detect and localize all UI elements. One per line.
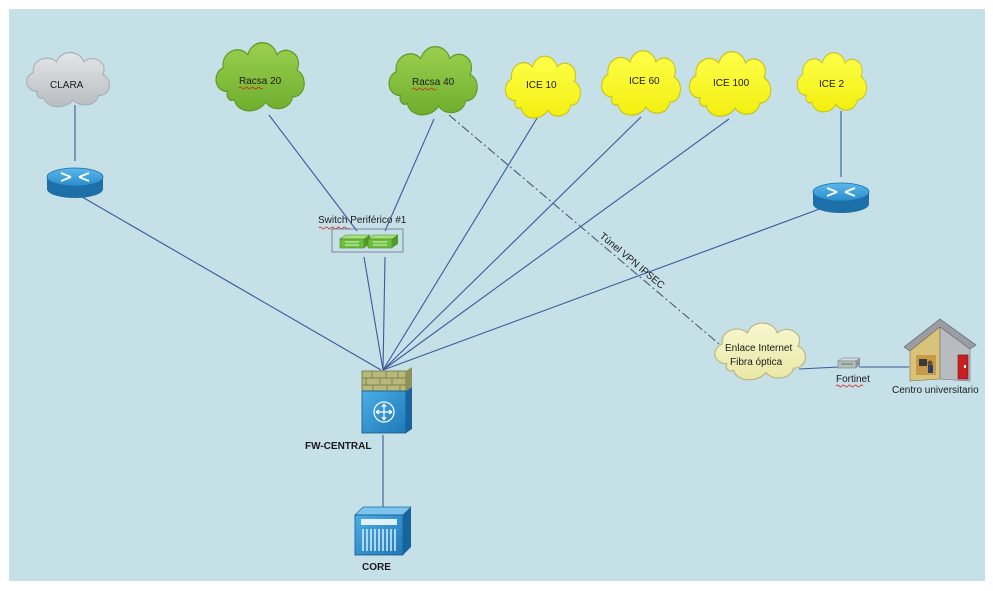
core-switch-icon bbox=[354, 506, 412, 556]
cloud-racsa20-label: Racsa 20 bbox=[239, 76, 282, 87]
link-ice10-fw bbox=[382, 114, 540, 371]
cloud-enlace-label-line1: Enlace Internet bbox=[725, 343, 792, 354]
links bbox=[74, 105, 909, 507]
firewall-label: FW-CENTRAL bbox=[305, 441, 371, 452]
spellcheck-underline bbox=[411, 87, 437, 91]
cloud-enlace-label-line2: Fibra óptica bbox=[730, 357, 783, 368]
core-label: CORE bbox=[362, 562, 391, 573]
switch-label: Switch Periférico #1 bbox=[318, 215, 407, 226]
link-vpn-tunnel bbox=[448, 114, 726, 350]
cloud-clara-label: CLARA bbox=[50, 80, 84, 91]
building-icon bbox=[903, 318, 977, 382]
link-enlace-fortinet bbox=[798, 366, 840, 370]
campus-label: Centro universitario bbox=[892, 385, 979, 396]
link-switch-fw-2 bbox=[382, 256, 386, 371]
cloud-ice2-label: ICE 2 bbox=[819, 79, 844, 90]
cloud-ice60-label: ICE 60 bbox=[629, 76, 660, 87]
link-router2-fw bbox=[382, 206, 826, 371]
cloud-ice10-label: ICE 10 bbox=[526, 80, 557, 91]
cloud-ice100-label: ICE 100 bbox=[713, 78, 750, 89]
switch-group-box bbox=[331, 228, 404, 253]
router-icon bbox=[812, 182, 870, 213]
firewall-icon bbox=[361, 367, 412, 434]
switch-icon bbox=[339, 234, 371, 249]
spellcheck-underline bbox=[835, 384, 864, 388]
router-icon bbox=[46, 167, 104, 198]
switch-icon bbox=[367, 234, 399, 249]
cloud-racsa40-label: Racsa 40 bbox=[412, 77, 455, 88]
link-ice100-fw bbox=[382, 118, 730, 371]
spellcheck-underline bbox=[318, 226, 350, 230]
fortinet-label: Fortinet bbox=[836, 374, 870, 385]
network-diagram: CLARA Racsa 20 Racsa 40 ICE 10 ICE 60 IC… bbox=[9, 9, 985, 581]
spellcheck-underline bbox=[238, 86, 264, 90]
link-racsa40-switch bbox=[384, 118, 435, 232]
link-ice60-fw bbox=[382, 116, 642, 371]
link-router-fw bbox=[76, 193, 382, 371]
fortinet-icon bbox=[837, 357, 861, 369]
link-switch-fw-1 bbox=[363, 256, 384, 371]
link-racsa20-switch bbox=[268, 114, 358, 232]
